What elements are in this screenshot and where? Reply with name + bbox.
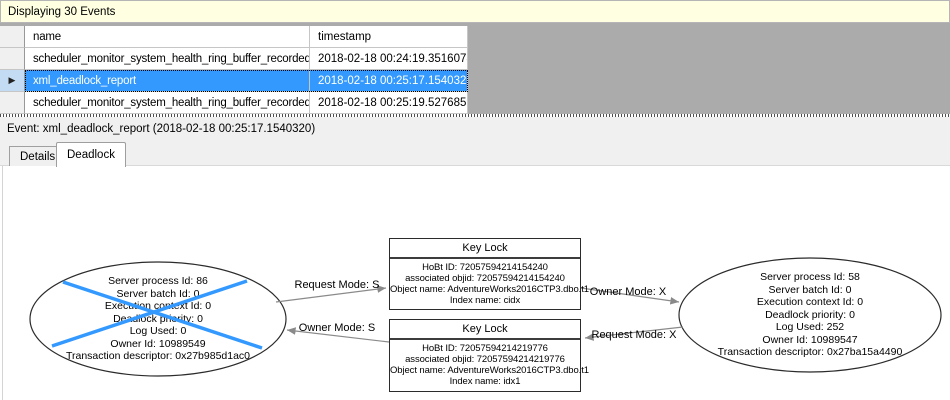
resource-objid: associated objid: 72057594214154240 xyxy=(405,273,565,284)
tab-strip: Details Deadlock xyxy=(0,140,950,167)
event-summary-bar: Event: xml_deadlock_report (2018-02-18 0… xyxy=(0,117,950,140)
cell-name[interactable]: xml_deadlock_report xyxy=(25,70,310,92)
victim-process-node[interactable]: Server process Id: 86 Server batch Id: 0… xyxy=(38,275,278,363)
resource-index-name: Index name: cidx xyxy=(449,295,521,306)
transaction-descriptor: Transaction descriptor: 0x27b985d1ac0 xyxy=(65,350,251,362)
tab-details[interactable]: Details xyxy=(9,146,67,166)
displaying-events-bar: Displaying 30 Events xyxy=(0,0,950,23)
resource-hobt-id: HoBt ID: 72057594214219776 xyxy=(422,343,548,354)
current-row-arrow-icon: ▶ xyxy=(8,75,16,85)
table-row[interactable]: scheduler_monitor_system_health_ring_buf… xyxy=(0,48,468,70)
resource-title: Key Lock xyxy=(390,320,580,340)
edge-request-x xyxy=(584,326,684,341)
resource-hobt-id: HoBt ID: 72057594214154240 xyxy=(422,262,548,273)
table-row-selected[interactable]: ▶ xml_deadlock_report 2018-02-18 00:25:1… xyxy=(0,70,468,92)
resource-object-name: Object name: AdventureWorks2016CTP3.dbo.… xyxy=(390,365,589,376)
edge-label-owner-mode-x: Owner Mode: X xyxy=(589,286,667,298)
transaction-descriptor: Transaction descriptor: 0x27ba15a4490 xyxy=(717,346,903,358)
pane-splitter[interactable] xyxy=(0,114,950,117)
execution-context-id: Execution context Id: 0 xyxy=(756,296,864,308)
cell-timestamp[interactable]: 2018-02-18 00:24:19.3516078 xyxy=(310,48,468,70)
resource-node-bottom[interactable]: Key Lock HoBt ID: 72057594214219776 asso… xyxy=(389,319,589,392)
log-used: Log Used: 0 xyxy=(129,325,187,337)
edge-label-request-mode-s: Request Mode: S xyxy=(294,279,380,291)
resource-index-name: Index name: idx1 xyxy=(449,376,521,387)
log-used: Log Used: 252 xyxy=(775,321,845,333)
resource-objid: associated objid: 72057594214219776 xyxy=(405,354,565,365)
resource-title: Key Lock xyxy=(390,239,580,259)
pane-border xyxy=(2,166,3,400)
row-selector-cell[interactable] xyxy=(0,92,25,114)
server-batch-id: Server batch Id: 0 xyxy=(768,283,852,296)
events-grid-header-row: name timestamp xyxy=(0,26,468,48)
events-grid-region: name timestamp scheduler_monitor_system_… xyxy=(0,23,950,114)
server-process-id: Server process Id: 58 xyxy=(760,271,860,283)
owner-id: Owner Id: 10989549 xyxy=(110,337,206,350)
tab-deadlock[interactable]: Deadlock xyxy=(56,142,126,167)
server-process-id: Server process Id: 86 xyxy=(108,275,208,287)
execution-context-id: Execution context Id: 0 xyxy=(104,300,212,312)
cell-name[interactable]: scheduler_monitor_system_health_ring_buf… xyxy=(25,92,310,114)
deadlock-priority: Deadlock priority: 0 xyxy=(765,308,855,321)
resource-object-name: Object name: AdventureWorks2016CTP3.dbo.… xyxy=(390,284,589,295)
displaying-events-text: Displaying 30 Events xyxy=(8,5,116,18)
resource-node-top[interactable]: Key Lock HoBt ID: 72057594214154240 asso… xyxy=(389,238,589,310)
cell-timestamp[interactable]: 2018-02-18 00:25:17.1540320 xyxy=(310,70,468,92)
events-grid: name timestamp scheduler_monitor_system_… xyxy=(0,26,468,114)
edge-owner-x xyxy=(580,287,680,305)
survivor-process-ellipse[interactable] xyxy=(678,257,942,373)
column-header-timestamp[interactable]: timestamp xyxy=(310,26,468,48)
edge-owner-s xyxy=(286,327,390,343)
deadlock-graph-pane: Key Lock HoBt ID: 72057594214154240 asso… xyxy=(0,166,950,400)
row-selector-cell[interactable] xyxy=(0,48,25,70)
column-header-name[interactable]: name xyxy=(25,26,310,48)
cell-timestamp[interactable]: 2018-02-18 00:25:19.5276859 xyxy=(310,92,468,114)
edge-label-owner-mode-s: Owner Mode: S xyxy=(298,322,376,334)
table-row[interactable]: scheduler_monitor_system_health_ring_buf… xyxy=(0,92,468,114)
row-selector-header-cell[interactable] xyxy=(0,26,25,48)
edge-label-request-mode-x: Request Mode: X xyxy=(591,329,677,341)
cell-name[interactable]: scheduler_monitor_system_health_ring_buf… xyxy=(25,48,310,70)
edge-request-s xyxy=(275,285,387,303)
event-summary-text: Event: xml_deadlock_report (2018-02-18 0… xyxy=(7,122,316,135)
survivor-process-node[interactable]: Server process Id: 58 Server batch Id: 0… xyxy=(690,271,930,359)
row-selector-cell[interactable]: ▶ xyxy=(0,70,25,92)
owner-id: Owner Id: 10989547 xyxy=(762,333,858,346)
deadlock-priority: Deadlock priority: 0 xyxy=(113,312,203,325)
server-batch-id: Server batch Id: 0 xyxy=(116,287,200,300)
